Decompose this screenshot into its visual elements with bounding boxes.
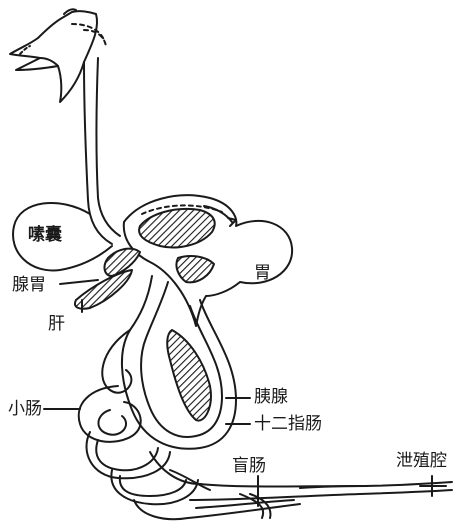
ceca-rectum: [188, 482, 452, 518]
label-cloaca: 泄殖腔: [396, 453, 447, 470]
beak-head: [10, 9, 106, 102]
leader-lines: [44, 280, 258, 506]
label-crop: 嗉囊: [28, 227, 62, 244]
label-gizzard: 胃: [254, 265, 271, 282]
liver: [75, 270, 132, 309]
cloaca: [420, 476, 446, 496]
pancreas: [167, 330, 211, 421]
label-cecum: 盲肠: [232, 458, 266, 475]
gizzard: [124, 195, 292, 326]
esophagus: [84, 58, 120, 244]
label-small-intestine: 小肠: [8, 401, 42, 418]
label-proventriculus: 腺胃: [12, 277, 46, 294]
label-liver: 肝: [48, 316, 65, 333]
label-pancreas: 胰腺: [254, 389, 288, 406]
duodenum: [122, 276, 236, 449]
label-duodenum: 十二指肠: [254, 416, 322, 433]
